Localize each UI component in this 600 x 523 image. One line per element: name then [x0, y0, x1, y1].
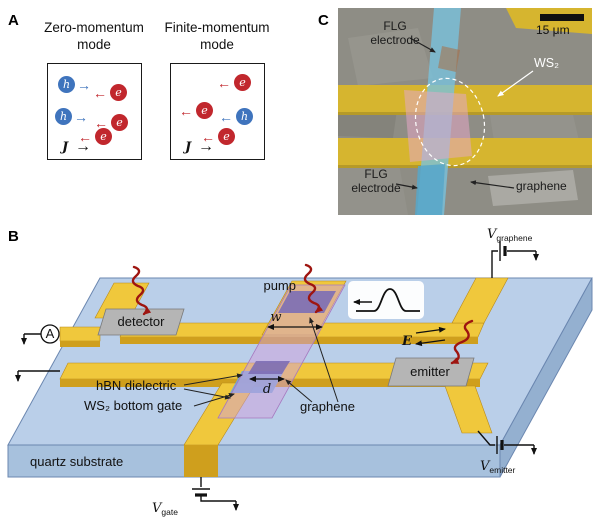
momentum-arrow-icon: →: [74, 109, 88, 125]
leader-arrow: [395, 183, 418, 190]
v-graphene-subscript: graphene: [496, 233, 532, 243]
ws2-label: WS₂: [534, 56, 559, 70]
electron-particle: e: [95, 128, 112, 145]
wire: [491, 250, 498, 278]
panel-c-label: C: [318, 12, 329, 29]
flg-electrode-top-label: FLG electrode: [370, 19, 420, 47]
graphene-label: graphene: [300, 399, 355, 414]
ws2-bottom-gate-label: WS₂ bottom gate: [84, 398, 182, 413]
graphene-label-micrograph: graphene: [516, 179, 567, 193]
v-emitter-subscript: emitter: [489, 465, 515, 475]
momentum-arrow-icon: ←: [94, 115, 108, 131]
ammeter-icon: [40, 324, 60, 344]
field-arrow: [415, 339, 446, 347]
v-graphene-label: Vgraphene: [487, 227, 533, 243]
finite-momentum-box: ← e ← e ← h ← e J →: [170, 63, 265, 160]
electron-particle: e: [218, 128, 235, 145]
detector-label: detector: [118, 314, 166, 329]
field-arrow: [415, 326, 446, 334]
wire: [200, 496, 236, 502]
gap-symbol-label: d: [263, 382, 271, 397]
flg-electrode-bottom-label: FLG electrode: [351, 167, 401, 195]
momentum-arrow-icon: ←: [179, 103, 193, 119]
v-gate-label: Vgate: [152, 501, 178, 517]
gold-bar-edge: [338, 165, 592, 168]
detector-pad: [97, 308, 185, 336]
pump-label: pump: [263, 278, 296, 293]
momentum-arrow-icon: ←: [78, 129, 92, 145]
flake: [338, 158, 408, 215]
micrograph: FLG electrode 15 μm WS₂ FLG electrode gr…: [338, 8, 592, 215]
flg-strip-bottom: [415, 164, 445, 215]
contact-overlap: [438, 46, 460, 72]
leader-arrow: [470, 180, 515, 189]
gold-pad-detector-edge: [60, 341, 100, 347]
substrate-side-face: [499, 277, 593, 478]
gold-trace-graphene-bias: [451, 277, 509, 324]
photon-arrow-emitter: [450, 319, 474, 365]
pulse-background: [348, 281, 424, 319]
device-schematic: A Vgraphene Vemitter Vgate w: [7, 227, 593, 517]
current-arrow-icon: →: [198, 138, 214, 155]
finite-momentum-title: Finite-momentum mode: [164, 20, 270, 52]
v-gate-subscript: gate: [161, 507, 178, 517]
ws2-sample-region: [404, 90, 472, 162]
scale-bar: [540, 14, 584, 21]
flake: [488, 170, 578, 206]
flake: [348, 28, 433, 86]
hole-particle: h: [236, 108, 253, 125]
hbn-dielectric-label: hBN dielectric: [96, 378, 177, 393]
momentum-arrow-icon: ←: [201, 129, 215, 145]
zero-momentum-box: h → ← e h → ← e ← e J →: [47, 63, 142, 160]
emitter-label: emitter: [410, 364, 450, 379]
leader-arrow: [497, 70, 534, 97]
emitter-pad: [387, 357, 475, 387]
panel-a-label: A: [8, 12, 19, 29]
wire: [477, 430, 495, 446]
momentum-arrow-icon: ←: [217, 75, 231, 91]
v-symbol: V: [152, 501, 163, 516]
gold-trace-gate-front: [184, 445, 218, 477]
field-symbol-label: E: [401, 334, 413, 349]
momentum-arrow-icon: →: [77, 77, 91, 93]
current-arrow-icon: →: [75, 138, 91, 155]
scale-bar-label: 15 μm: [536, 23, 570, 37]
v-emitter-label: Vemitter: [480, 459, 516, 475]
electron-particle: e: [234, 74, 251, 91]
zero-momentum-title: Zero-momentum mode: [44, 20, 144, 52]
hole-particle: h: [58, 76, 75, 93]
hole-particle: h: [55, 108, 72, 125]
v-symbol: V: [487, 227, 498, 242]
photon-arrow-pump: [303, 263, 324, 314]
micrograph-graphics: [338, 8, 592, 215]
leader-arrow: [309, 317, 339, 403]
v-symbol: V: [480, 459, 491, 474]
ammeter-label: A: [46, 326, 55, 341]
electron-particle: e: [110, 84, 127, 101]
leader-arrow: [183, 373, 243, 386]
momentum-arrow-icon: ←: [93, 85, 107, 101]
sample-outline-dashed: [414, 77, 486, 167]
panel-b-label: B: [8, 228, 19, 245]
quartz-substrate-label: quartz substrate: [30, 454, 123, 469]
momentum-arrow-icon: ←: [219, 109, 233, 125]
current-label: J: [185, 140, 192, 155]
electron-particle: e: [111, 114, 128, 131]
leader-arrow: [409, 37, 436, 53]
electron-particle: e: [196, 102, 213, 119]
leader-arrow: [285, 379, 313, 403]
gold-pad-detector: [59, 326, 101, 342]
leader-arrow: [193, 393, 235, 407]
current-label: J: [62, 140, 69, 155]
photon-arrow-detector: [131, 265, 152, 316]
leader-arrow: [183, 388, 231, 400]
width-symbol-label: w: [270, 310, 281, 325]
pulse-waveform: [356, 288, 420, 312]
